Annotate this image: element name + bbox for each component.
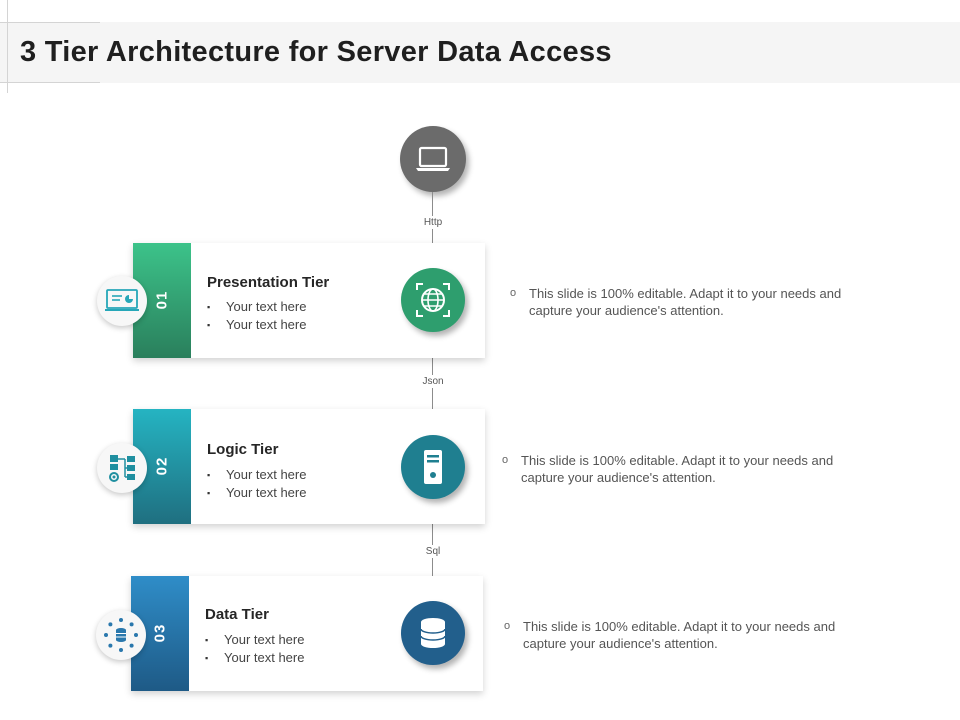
tier-name: Logic Tier [207,441,279,458]
tier-bullet: Your text here [207,484,306,502]
database-icon [420,618,446,648]
tier-icon-badge-logic [97,443,147,493]
tier-description-text: This slide is 100% editable. Adapt it to… [521,453,834,485]
title-decoration-bottom-line [0,82,100,83]
tier-bullet-list: Your text here Your text here [207,466,306,502]
tier-name: Data Tier [205,606,269,623]
tier-circle-logic [401,435,465,499]
title-decoration-vertical-line [7,0,8,93]
tier-bullet-list: Your text here Your text here [205,631,304,667]
laptop-icon [416,146,450,171]
tier-number: 02 [153,456,171,476]
tier-bullet: Your text here [207,298,306,316]
description-bullet: o [502,454,509,466]
tier-description-logic: o This slide is 100% editable. Adapt it … [502,452,862,486]
tier-card-presentation: 01 Presentation Tier Your text here Your… [133,243,485,358]
tier-description-text: This slide is 100% editable. Adapt it to… [523,619,836,651]
connector-label-http: Http [421,216,445,229]
connector-label-json: Json [420,375,446,388]
tier-bullet: Your text here [207,466,306,484]
logic-flow-icon [109,455,135,482]
tier-name: Presentation Tier [207,274,330,291]
tier-icon-badge-presentation [97,276,147,326]
title-decoration-top-line [0,22,100,23]
server-tower-icon [424,450,442,484]
tier-bullet: Your text here [205,649,304,667]
page-title: 3 Tier Architecture for Server Data Acce… [20,36,612,68]
database-network-icon [104,618,138,652]
tier-description-presentation: o This slide is 100% editable. Adapt it … [510,285,870,319]
tier-bullet: Your text here [205,631,304,649]
description-bullet: o [504,620,511,632]
tier-circle-presentation [401,268,465,332]
tier-number: 03 [151,623,169,643]
description-bullet: o [510,287,517,299]
globe-icon [416,283,450,317]
tier-circle-data [401,601,465,665]
tier-icon-badge-data [96,610,146,660]
client-node [400,126,466,192]
presentation-board-icon [105,289,139,311]
tier-description-data: o This slide is 100% editable. Adapt it … [504,618,864,652]
title-bar [0,22,960,83]
connector-label-sql: Sql [423,545,443,558]
tier-bullet-list: Your text here Your text here [207,298,306,334]
tier-bullet: Your text here [207,316,306,334]
tier-number: 01 [153,290,171,310]
tier-description-text: This slide is 100% editable. Adapt it to… [529,286,842,318]
